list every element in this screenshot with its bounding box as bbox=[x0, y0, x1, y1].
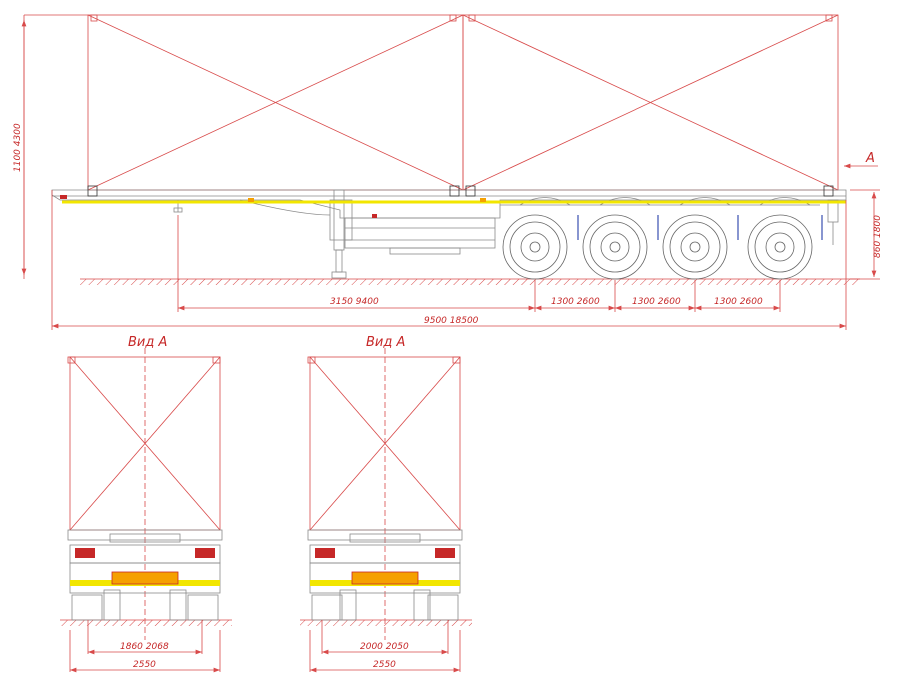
deck-height-dim-label: 860 1800 bbox=[873, 215, 883, 258]
ground-line bbox=[80, 278, 860, 285]
height-dim-label: 1100 4300 bbox=[13, 123, 23, 172]
rear-view-2-width-dim: 2550 bbox=[373, 660, 396, 670]
kingpin-axle-dim-label: 3150 9400 bbox=[330, 297, 379, 307]
wheels bbox=[502, 214, 823, 280]
axle-spacing-dim-1: 1300 2600 bbox=[551, 297, 600, 307]
wheel-2 bbox=[582, 214, 648, 280]
twistlock-markers bbox=[90, 14, 833, 22]
view-a-label: A bbox=[865, 151, 875, 166]
axle-spacing-dim-2: 1300 2600 bbox=[632, 297, 681, 307]
side-view bbox=[21, 14, 880, 330]
axle-spacing-dim-3: 1300 2600 bbox=[714, 297, 763, 307]
rear-view-1-track-dim: 1860 2068 bbox=[120, 642, 169, 652]
container-outline-rear bbox=[462, 14, 839, 191]
rear-view-2-title: Вид А bbox=[366, 335, 405, 350]
side-marker-lamps bbox=[60, 195, 486, 218]
wheel-3 bbox=[662, 214, 728, 280]
trailer-chassis bbox=[51, 189, 847, 279]
rear-view-2-track-dim: 2000 2050 bbox=[360, 642, 409, 652]
rear-view-1 bbox=[60, 348, 232, 673]
rear-view-2 bbox=[300, 348, 472, 673]
rear-view-1-width-dim: 2550 bbox=[133, 660, 156, 670]
wheel-1 bbox=[502, 214, 568, 280]
overall-length-dim-label: 9500 18500 bbox=[424, 316, 479, 326]
deck-twistlocks bbox=[87, 185, 834, 197]
wheel-4 bbox=[747, 214, 813, 280]
container-outline-front bbox=[87, 14, 464, 191]
rear-view-1-title: Вид А bbox=[128, 335, 167, 350]
